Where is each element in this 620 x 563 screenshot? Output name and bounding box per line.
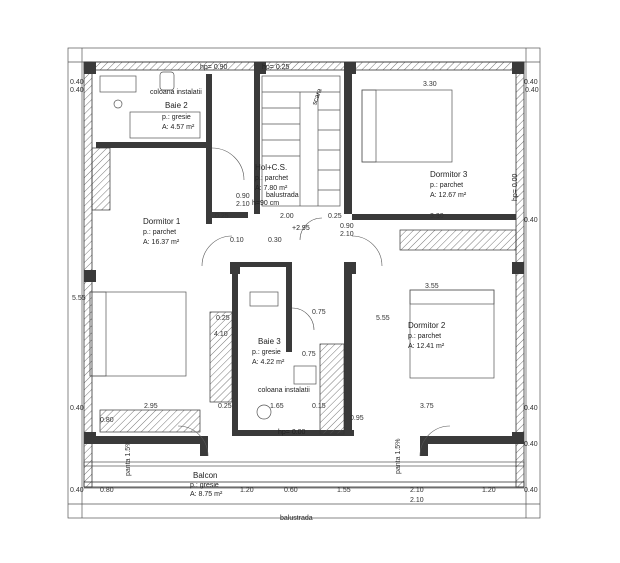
room-label-balcon: Balcon p.: gresie A: 8.75 m² <box>190 471 223 498</box>
dim-label: 0.25 <box>215 213 229 220</box>
panta-label: panta 1.5% <box>395 439 402 474</box>
wardrobes <box>91 147 517 435</box>
dim-label: 0.40 <box>70 487 84 494</box>
dim-label: 2.95 <box>144 403 158 410</box>
dim-label: 0.75 <box>302 351 316 358</box>
dim-label: 2.00 <box>280 213 294 220</box>
room-label-dorm1: Dormitor 1 p.: parchet A: 16.37 m² <box>143 217 181 246</box>
dim-label: 2.10 <box>236 201 250 208</box>
dimensions-mid: 0.25 2.00 0.25 3.30 0.90 2.10 0.10 0.30 … <box>215 193 444 244</box>
room-area: A: 4.22 m² <box>252 359 285 366</box>
dim-label: 0.60 <box>284 487 298 494</box>
interior-walls <box>96 74 516 456</box>
dim-label: 0.40 <box>524 405 538 412</box>
dim-label: 3.55 <box>425 283 439 290</box>
panta-label: panta 1.5% <box>125 441 132 476</box>
room-label-dorm2: Dormitor 2 p.: parchet A: 12.41 m² <box>408 321 446 350</box>
dim-label: 3.75 <box>420 403 434 410</box>
dim-label: 3.30 <box>423 81 437 88</box>
dim-label: 0.90 <box>236 193 250 200</box>
note-hp: hp= 0.90 <box>200 64 228 71</box>
dim-label: 0.90 <box>340 223 354 230</box>
dim-label: 2.10 <box>340 231 354 238</box>
room-floor: p.: parchet <box>430 182 463 189</box>
dimension-frame <box>67 47 541 519</box>
dim-label: 0.40 <box>524 487 538 494</box>
note-hp: hp= 0.00 <box>512 173 519 201</box>
dim-label: 1.20 <box>482 487 496 494</box>
dim-label: 0.10 <box>230 237 244 244</box>
room-floor: p.: parchet <box>255 175 288 182</box>
room-name: Hol+C.S. <box>255 163 287 172</box>
note-balustrada-bottom: balustrada <box>280 515 313 522</box>
dim-label: 0.40 <box>70 87 84 94</box>
note-balustrada-height: h=90 cm <box>252 200 279 207</box>
room-area: A: 16.37 m² <box>143 239 180 246</box>
dim-label: 4.10 <box>214 331 228 338</box>
dim-label: 0.80 <box>100 487 114 494</box>
dimensions-lower: 3.55 5.55 0.75 0.75 1.65 0.25 0.15 3.75 … <box>218 283 439 422</box>
room-label-baie2: Baie 2 p.: gresie A: 4.57 m² <box>162 101 195 131</box>
note-balustrada: balustrada <box>266 192 299 199</box>
dim-label: 0.75 <box>312 309 326 316</box>
room-area: A: 7.80 m² <box>255 185 288 192</box>
dimensions-left: 0.40 5.55 4.10 0.25 2.95 0.80 0.40 <box>70 87 230 424</box>
room-area: A: 12.41 m² <box>408 343 445 350</box>
room-floor: p.: parchet <box>143 229 176 236</box>
dim-label: 5.55 <box>72 295 86 302</box>
bathroom-fixtures <box>99 71 317 420</box>
dimensions-right: 0.40 0.40 0.40 0.40 <box>524 87 539 448</box>
note-coloana-instalatii: coloana instalatii <box>258 387 310 394</box>
dim-label: 0.40 <box>524 79 538 86</box>
room-label-hol: Hol+C.S. p.: parchet A: 7.80 m² <box>255 163 288 192</box>
dim-label: 2.10 <box>410 487 424 494</box>
dim-label: 3.30 <box>430 213 444 220</box>
staircase <box>261 75 341 207</box>
room-floor: p.: parchet <box>408 333 441 340</box>
room-floor: p.: gresie <box>162 114 191 121</box>
dimensions-top: 0.40 3.30 0.40 <box>70 79 538 88</box>
room-area: A: 8.75 m² <box>190 491 223 498</box>
room-name: Baie 2 <box>165 101 188 110</box>
room-floor: p.: gresie <box>190 482 219 489</box>
room-name: Dormitor 2 <box>408 321 446 330</box>
dimensions-bottom: 0.40 0.80 1.20 0.60 1.55 2.10 1.20 0.40 … <box>70 439 538 504</box>
dim-label: 1.55 <box>337 487 351 494</box>
note-stair: scara <box>311 88 323 107</box>
room-label-dorm3: Dormitor 3 p.: parchet A: 12.67 m² <box>430 170 468 199</box>
dim-label: 2.10 <box>410 497 424 504</box>
dim-label: 0.25 <box>216 315 230 322</box>
room-name: Baie 3 <box>258 337 281 346</box>
dim-label: 0.40 <box>524 441 538 448</box>
dim-label: 1.65 <box>270 403 284 410</box>
dim-label: 0.80 <box>100 417 114 424</box>
dim-label: 0.40 <box>525 87 539 94</box>
level-mark: +2.95 <box>292 225 310 232</box>
structural-columns <box>84 62 524 444</box>
dim-label: 0.40 <box>524 217 538 224</box>
dim-label: 0.15 <box>312 403 326 410</box>
room-name: Dormitor 1 <box>143 217 181 226</box>
note-hp: hp= 0.25 <box>262 64 290 71</box>
room-area: A: 4.57 m² <box>162 124 195 131</box>
room-label-baie3: Baie 3 p.: gresie A: 4.22 m² <box>252 337 285 366</box>
beds <box>89 89 495 379</box>
dim-label: 0.95 <box>350 415 364 422</box>
dim-label: 1.20 <box>240 487 254 494</box>
dim-label: 5.55 <box>376 315 390 322</box>
room-name: Balcon <box>193 471 217 480</box>
dim-label: 0.40 <box>70 79 84 86</box>
dim-label: 0.25 <box>328 213 342 220</box>
room-floor: p.: gresie <box>252 349 281 356</box>
dim-label: 0.40 <box>70 405 84 412</box>
door-swings <box>177 147 451 457</box>
dim-label: 0.30 <box>268 237 282 244</box>
dim-label: 0.25 <box>218 403 232 410</box>
note-hp: hp= 0.00 <box>278 429 306 436</box>
note-coloana-instalatii: coloana instalatii <box>150 89 202 96</box>
room-name: Dormitor 3 <box>430 170 468 179</box>
room-area: A: 12.67 m² <box>430 192 467 199</box>
